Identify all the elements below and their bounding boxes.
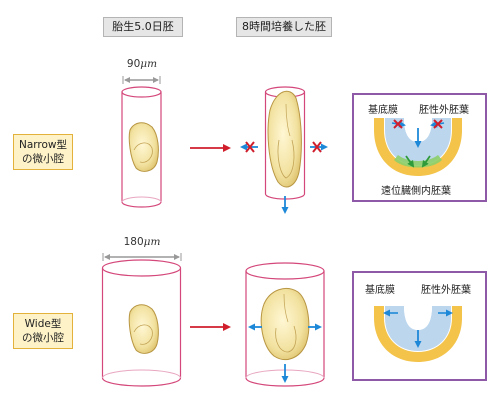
narrow-width-number: 90 <box>126 58 141 70</box>
tag-wide-line2: の微小腔 <box>22 332 64 344</box>
narrow-width-unit: μm <box>140 58 158 70</box>
embryo-day5-wide <box>128 304 159 354</box>
wide-inset-arrows <box>383 309 453 348</box>
narrow-inset-label-distal-visceral-endoderm: 遠位臓側内胚葉 <box>380 182 452 197</box>
wide-cavity-cylinder <box>101 259 182 387</box>
narrow-blocked-right-arrow <box>310 141 328 153</box>
narrow-inset-arrows <box>391 119 445 168</box>
wide-width-number: 180 <box>123 236 144 248</box>
tag-narrow-line1: Narrow型 <box>18 139 68 151</box>
embryo-day5-narrow <box>128 122 159 172</box>
wide-cultured-cylinder <box>245 262 325 387</box>
wide-growth-arrows <box>248 323 322 383</box>
wide-dimension <box>102 253 182 261</box>
wide-inset-label-embryonic-ectoderm: 胚性外胚葉 <box>420 281 472 296</box>
embryo-cultured-wide <box>260 288 310 360</box>
wide-inset-cup <box>374 306 462 362</box>
header-embryo-day5: 胎生5.0日胚 <box>103 17 183 37</box>
wide-width-unit: μm <box>143 236 161 248</box>
header-cultured-embryo: 8時間培養した胚 <box>236 17 332 37</box>
narrow-dimension <box>122 76 161 84</box>
narrow-inset-label-embryonic-ectoderm: 胚性外胚葉 <box>418 101 470 116</box>
narrow-blocked-left-arrow <box>240 141 258 153</box>
narrow-width-label: 90μm <box>122 58 162 70</box>
tag-narrow-line2: の微小腔 <box>22 153 64 165</box>
narrow-inset-label-basement-membrane: 基底膜 <box>367 101 399 116</box>
wide-inset-label-basement-membrane: 基底膜 <box>364 281 396 296</box>
wide-width-label: 180μm <box>118 236 166 248</box>
tag-wide-cavity: Wide型 の微小腔 <box>13 313 73 349</box>
embryo-cultured-narrow <box>267 90 302 188</box>
tag-narrow-cavity: Narrow型 の微小腔 <box>13 134 73 170</box>
tag-wide-line1: Wide型 <box>24 318 62 330</box>
narrow-cavity-cylinder <box>121 86 162 208</box>
